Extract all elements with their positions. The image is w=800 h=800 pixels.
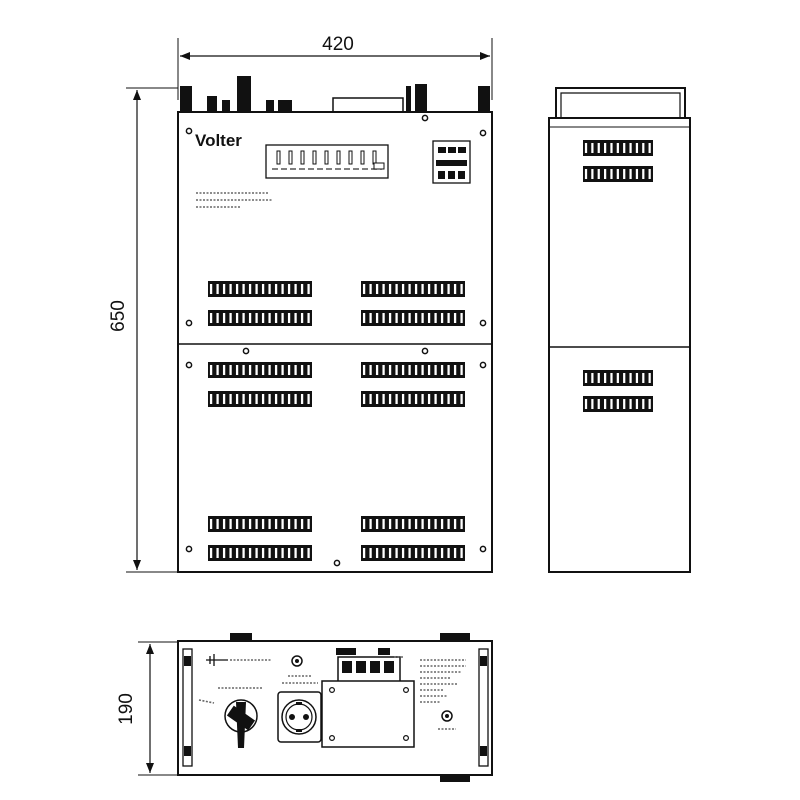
terminal-cover	[321, 680, 415, 748]
front-body	[177, 111, 493, 573]
vent-grille	[583, 396, 653, 412]
vent-grille	[361, 281, 465, 297]
spec-text-lines	[196, 192, 272, 208]
terminal-block	[336, 648, 404, 684]
brand-logo: Volter	[195, 131, 242, 150]
vent-grille	[361, 391, 465, 407]
ground-terminal	[206, 654, 272, 666]
indicator-lamp	[438, 710, 456, 730]
vent-grille	[361, 362, 465, 378]
vent-grille	[208, 545, 312, 561]
side-body	[548, 117, 691, 573]
rear-spec-text-lines	[420, 659, 466, 703]
vent-grille	[583, 370, 653, 386]
vent-grille	[361, 516, 465, 532]
vent-grille	[208, 362, 312, 378]
width-dimension-label: 420	[322, 34, 354, 55]
side-vent-grilles	[583, 140, 653, 412]
vent-grille	[583, 166, 653, 182]
rear-panel-view	[177, 633, 493, 782]
vent-grille	[208, 310, 312, 326]
vent-grille	[361, 310, 465, 326]
side-view	[548, 87, 691, 573]
led-indicator-panel	[265, 144, 389, 179]
fuse-holder	[291, 655, 303, 667]
depth-dimension-label: 190	[116, 693, 137, 725]
front-vent-grilles	[208, 281, 465, 561]
vent-grille	[208, 281, 312, 297]
height-dimension-label: 650	[108, 300, 129, 332]
height-dimension: 650	[108, 87, 178, 573]
bypass-switch	[198, 687, 262, 748]
circuit-breakers	[432, 140, 471, 184]
vent-grille	[583, 140, 653, 156]
vent-grille	[361, 545, 465, 561]
vent-grille	[208, 391, 312, 407]
vent-grille	[208, 516, 312, 532]
front-view: Volter	[177, 76, 493, 573]
top-connectors	[180, 76, 490, 113]
carry-handle	[555, 87, 686, 118]
depth-dimension: 190	[116, 641, 178, 776]
power-socket	[277, 675, 322, 743]
panel-screws	[185, 114, 487, 567]
width-dimension: 420	[177, 34, 493, 100]
